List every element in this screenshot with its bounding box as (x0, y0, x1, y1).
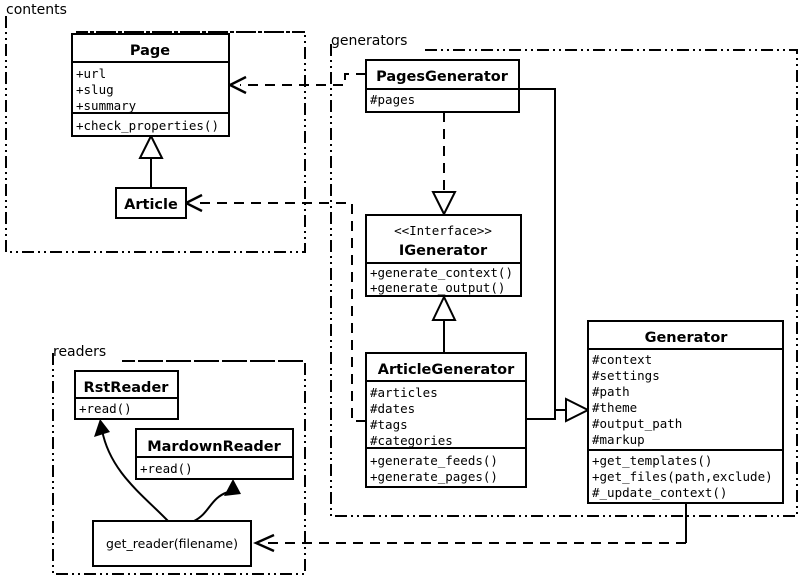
relation-get-reader-returns-mardownreader (193, 479, 241, 522)
relation-pagesgenerator-realizes-igenerator (431, 112, 457, 217)
class-method: +check_properties() (76, 118, 219, 133)
function-box-get-reader[interactable]: get_reader(filename) (92, 520, 252, 567)
class-attribute: #path (592, 384, 630, 399)
generalization-arrowhead (431, 294, 457, 321)
class-method: +get_files(path,exclude) (592, 469, 773, 484)
class-name-igenerator: IGenerator (399, 243, 488, 259)
package-label-generators: generators (331, 33, 407, 49)
dependency-line (240, 73, 366, 86)
class-attribute: #markup (592, 432, 645, 447)
class-name-article-generator: ArticleGenerator (378, 362, 515, 378)
return-curve (193, 491, 229, 522)
class-box-generator-frame (587, 320, 784, 504)
class-method: +get_templates() (592, 453, 712, 468)
package-border-contents (5, 16, 306, 253)
relation-articlegenerator-uses-article (183, 193, 366, 422)
class-name-article: Article (124, 197, 178, 213)
generalization-line (526, 410, 556, 420)
class-method: +read() (79, 401, 132, 416)
class-attribute: +summary (76, 98, 137, 113)
class-box-rst-reader[interactable]: RstReader +read() (74, 370, 179, 420)
class-method: #_update_context() (592, 485, 727, 500)
relation-pagesgenerator-inherits-generator (519, 88, 567, 411)
class-box-rst-reader-frame (74, 370, 179, 420)
class-method: +generate_output() (370, 280, 505, 295)
generalization-arrowhead (565, 397, 591, 423)
class-attribute: #settings (592, 368, 660, 383)
dependency-arrowhead (183, 193, 203, 213)
return-arrowhead (94, 419, 110, 437)
class-box-article[interactable]: Article (115, 187, 187, 219)
generalization-line (519, 88, 567, 411)
function-label-get-reader: get_reader(filename) (106, 536, 238, 551)
class-attribute: #theme (592, 400, 637, 415)
relation-articlegenerator-realizes-igenerator (431, 294, 457, 353)
return-arrowhead (224, 479, 241, 496)
class-attribute: +slug (76, 82, 114, 97)
class-box-igenerator-frame (365, 214, 522, 297)
class-box-mardown-reader[interactable]: MardownReader +read() (135, 428, 294, 480)
class-stereotype-igenerator: <<Interface>> (394, 223, 492, 238)
class-box-igenerator[interactable]: <<Interface>> IGenerator +generate_conte… (365, 214, 522, 297)
class-name-page: Page (130, 43, 170, 59)
class-box-pages-generator-frame (365, 59, 520, 113)
package-label-contents: contents (6, 2, 67, 18)
class-attribute: #context (592, 352, 652, 367)
relation-articlegenerator-inherits-generator (526, 397, 591, 423)
realization-arrowhead (431, 191, 457, 217)
class-attribute: #categories (370, 433, 453, 448)
class-box-pages-generator[interactable]: PagesGenerator #pages (365, 59, 520, 113)
generalization-arrowhead (138, 133, 164, 159)
class-method: +generate_pages() (370, 469, 498, 484)
class-attribute: #articles (370, 385, 438, 400)
relation-get-reader-returns-rstreader (94, 419, 169, 522)
class-box-generator[interactable]: Generator #context #settings #path #them… (587, 320, 784, 504)
class-name-rst-reader: RstReader (84, 380, 170, 396)
class-name-mardown-reader: MardownReader (147, 439, 281, 455)
class-attribute: #pages (370, 92, 415, 107)
class-box-page-frame (71, 33, 230, 137)
dependency-arrowhead (253, 533, 275, 553)
class-method: +generate_context() (370, 265, 513, 280)
package-label-readers: readers (53, 344, 106, 360)
return-curve (101, 429, 169, 522)
class-attribute: #tags (370, 417, 408, 432)
class-box-article-generator[interactable]: ArticleGenerator #articles #dates #tags … (365, 352, 527, 488)
relation-pagesgenerator-uses-page (227, 73, 366, 95)
function-box-get-reader-frame (92, 520, 252, 567)
class-box-mardown-reader-frame (135, 428, 294, 480)
dependency-line (196, 202, 366, 422)
class-box-page[interactable]: Page +url +slug +summary +check_properti… (71, 33, 230, 137)
class-attribute: +url (76, 66, 106, 81)
class-name-generator: Generator (645, 330, 729, 346)
class-box-article-frame (115, 187, 187, 219)
class-box-article-generator-frame (365, 352, 527, 488)
class-name-pages-generator: PagesGenerator (376, 69, 509, 85)
relation-article-inherits-page (138, 133, 164, 188)
relation-generator-uses-get-reader (253, 503, 687, 553)
dependency-arrowhead (227, 75, 247, 95)
class-method: +read() (140, 461, 193, 476)
class-attribute: #output_path (592, 416, 682, 431)
class-attribute: #dates (370, 401, 415, 416)
class-method: +generate_feeds() (370, 453, 498, 468)
package-border-readers (52, 353, 306, 575)
